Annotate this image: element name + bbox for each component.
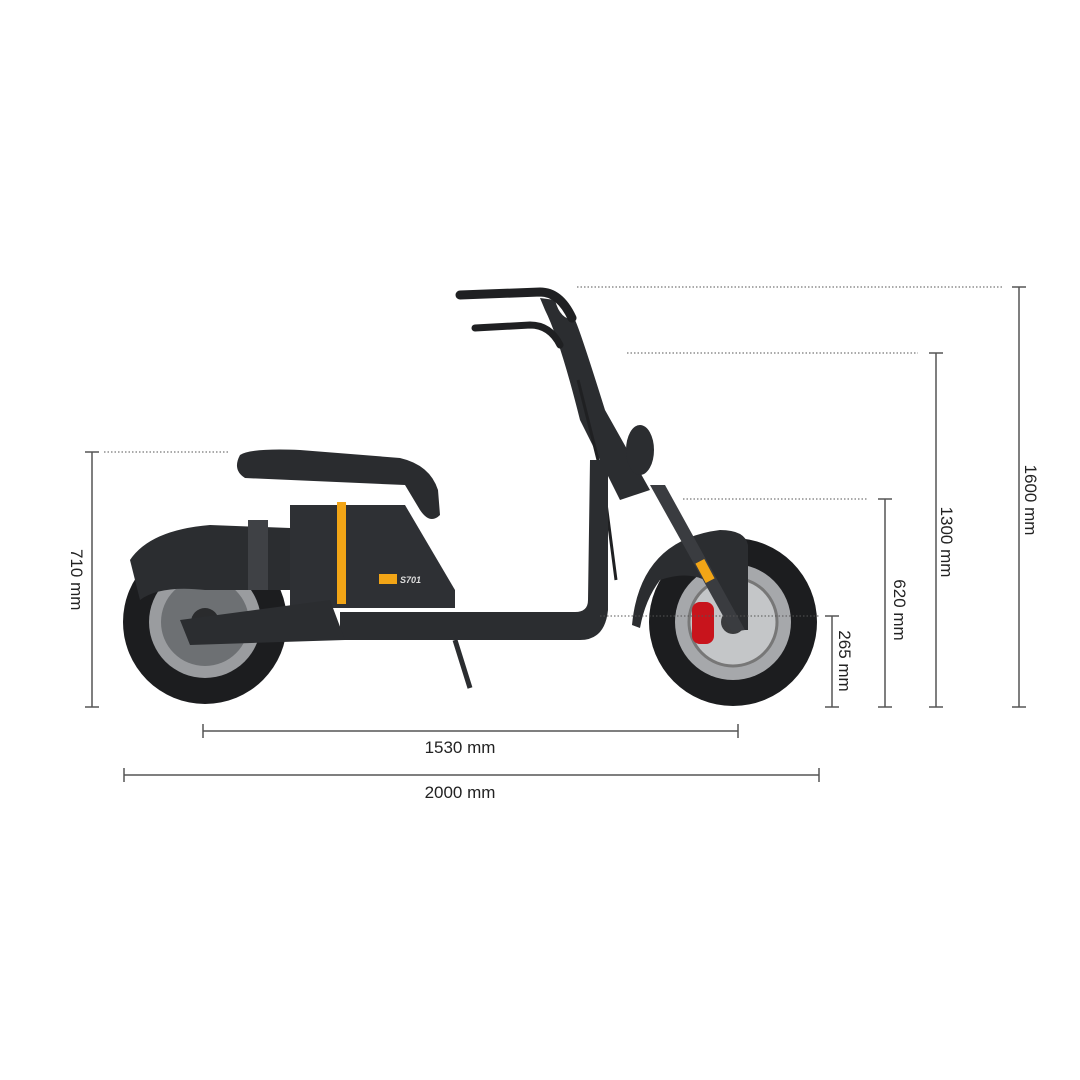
headlight-height-label: 620 mm: [890, 579, 909, 641]
seat: [236, 449, 440, 519]
scooter-illustration: [123, 287, 817, 706]
frame-deck: [340, 460, 608, 640]
deck-height-label: 265 mm: [835, 630, 854, 692]
dimension-lines: [85, 286, 1026, 782]
overall-height-label: 1600 mm: [1021, 464, 1040, 536]
headlight: [626, 425, 654, 475]
front-fender: [632, 530, 748, 630]
accent-stripe: [337, 502, 346, 604]
seat-height-label: 710 mm: [67, 549, 86, 611]
model-badge: S701: [399, 575, 421, 585]
wheelbase-label: 1530 mm: [424, 738, 496, 757]
brake-caliper: [692, 602, 714, 644]
rear-shock: [248, 520, 268, 590]
battery-body: [290, 505, 455, 608]
overall-length-label: 2000 mm: [424, 783, 496, 802]
handlebar-height-label: 1300 mm: [937, 506, 956, 578]
